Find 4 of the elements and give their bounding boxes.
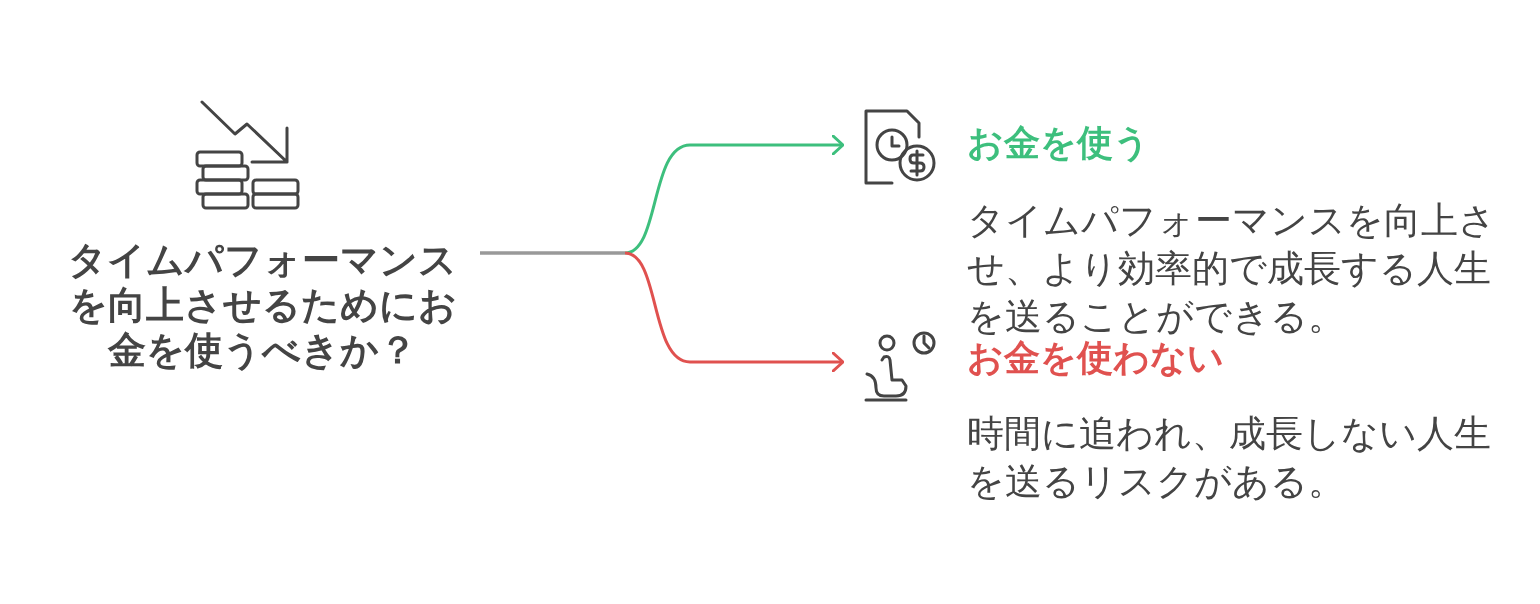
question-text: タイムパフォーマンスを向上させるためにお金を使うべきか？ xyxy=(67,238,458,373)
outcome-description: 時間に追われ、成長しない人生を送るリスクがある。 xyxy=(967,411,1492,505)
branch-arrow xyxy=(480,251,845,373)
outcome-heading: お金を使う xyxy=(967,121,1150,165)
